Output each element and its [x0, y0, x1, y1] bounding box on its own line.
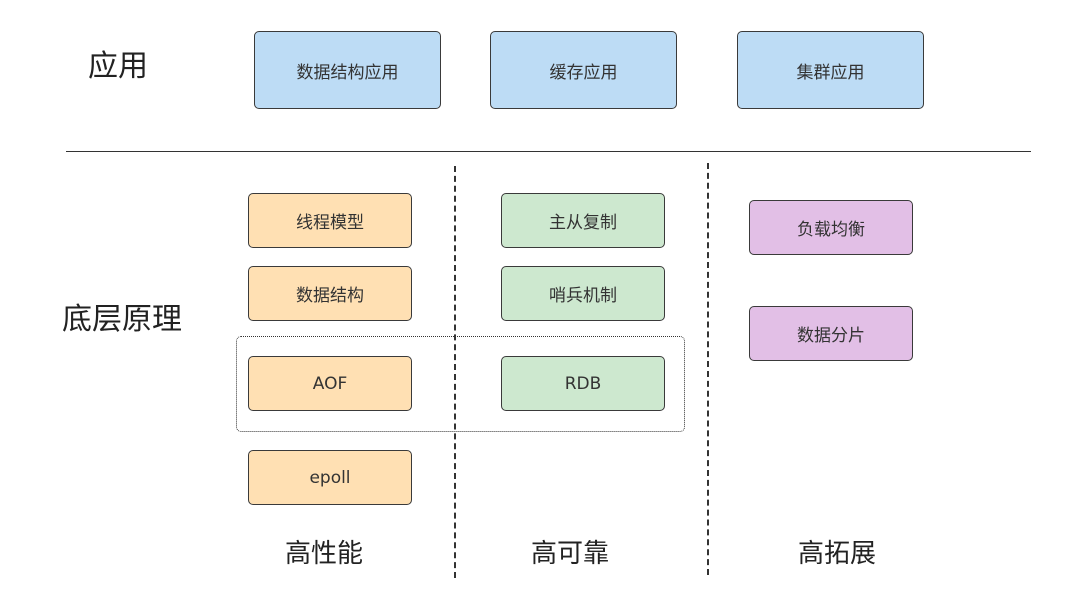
reliability-item-master-slave: 主从复制	[501, 193, 665, 248]
section-divider	[66, 151, 1031, 152]
performance-item-aof: AOF	[248, 356, 412, 411]
scalability-item-sharding: 数据分片	[749, 306, 913, 361]
performance-item-epoll: epoll	[248, 450, 412, 505]
section-label-application: 应用	[88, 49, 148, 84]
column-title-reliability: 高可靠	[530, 539, 610, 569]
scalability-item-load-balancing: 负载均衡	[749, 200, 913, 255]
reliability-item-rdb: RDB	[501, 356, 665, 411]
performance-item-data-structure: 数据结构	[248, 266, 412, 321]
column-title-scalability: 高拓展	[797, 539, 877, 569]
reliability-item-sentinel: 哨兵机制	[501, 266, 665, 321]
persistence-group-outline	[236, 336, 685, 432]
column-separator-left	[454, 166, 456, 578]
column-title-performance: 高性能	[284, 539, 364, 569]
column-separator-right	[707, 163, 709, 575]
app-box-cache: 缓存应用	[490, 31, 677, 109]
section-label-foundation: 底层原理	[62, 302, 182, 337]
performance-item-thread-model: 线程模型	[248, 193, 412, 248]
app-box-data-structure: 数据结构应用	[254, 31, 441, 109]
app-box-cluster: 集群应用	[737, 31, 924, 109]
